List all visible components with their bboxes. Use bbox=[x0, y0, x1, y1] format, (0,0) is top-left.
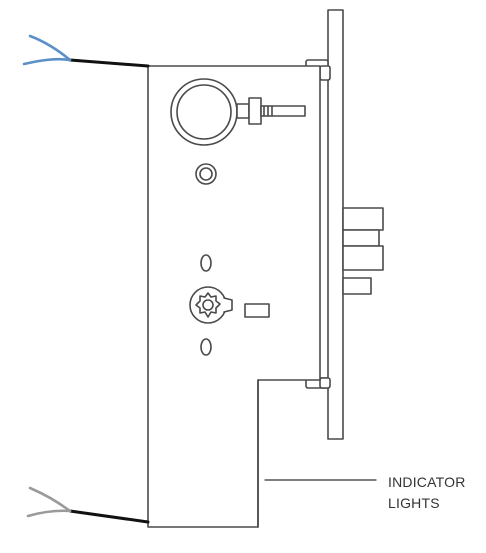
latch-bolts bbox=[342, 207, 384, 295]
lower-oval-hole bbox=[200, 338, 212, 356]
callout-line-1: INDICATOR bbox=[388, 474, 466, 490]
upper-hub-hole bbox=[195, 163, 217, 185]
top-wires bbox=[22, 34, 150, 68]
callout-line-2: LIGHTS bbox=[388, 495, 440, 511]
lock-case-body bbox=[147, 65, 321, 528]
indicator-lights-label: INDICATOR LIGHTS bbox=[388, 472, 484, 514]
bottom-mounting-screw bbox=[305, 377, 331, 389]
bottom-wires bbox=[26, 486, 150, 524]
indicator-slot bbox=[244, 303, 270, 318]
cylinder-set-screw bbox=[236, 97, 306, 125]
lever-hub-spindle bbox=[189, 286, 233, 324]
cylinder-ring bbox=[170, 78, 238, 146]
upper-oval-hole bbox=[200, 254, 212, 272]
